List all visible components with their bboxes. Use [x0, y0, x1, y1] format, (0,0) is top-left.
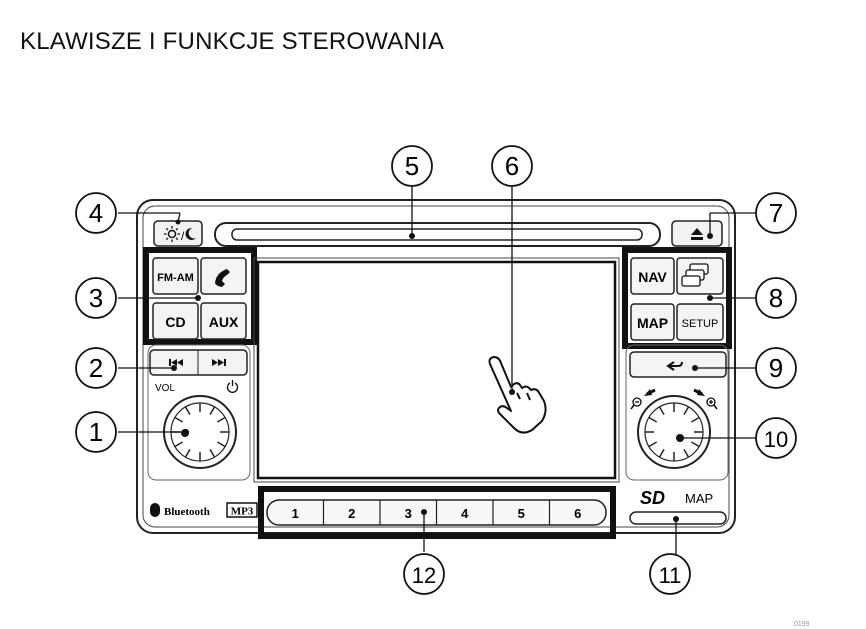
callout-3: 3	[75, 277, 117, 319]
day-night-icon: /	[164, 226, 196, 243]
fm-am-label: FM-AM	[157, 272, 194, 284]
volume-knob[interactable]	[163, 395, 237, 469]
back-arrow-icon	[666, 361, 683, 371]
map-label: MAP	[637, 315, 668, 331]
callout-6: 6	[491, 145, 533, 187]
preset-button-group	[258, 486, 616, 539]
aux-label: AUX	[209, 314, 239, 330]
callout-number: 8	[769, 283, 783, 313]
fm-am-button[interactable]: FM-AM	[152, 257, 199, 295]
figure-code: 0199	[794, 621, 810, 628]
preset-button-5[interactable]: 5	[492, 500, 525, 525]
callout-2: 2	[75, 347, 117, 389]
preset-button-4[interactable]: 4	[435, 500, 470, 525]
eject-button[interactable]	[671, 220, 723, 247]
preset-label: 6	[574, 506, 581, 521]
preset-label: 3	[405, 506, 412, 521]
preset-button-1[interactable]: 1	[292, 506, 299, 521]
preset-label: 2	[348, 506, 355, 521]
page-title: KLAWISZE I FUNKCJE STEROWANIA	[20, 28, 445, 55]
callout-number: 3	[89, 283, 103, 313]
preset-label: 1	[292, 506, 299, 521]
sd-map-label: MAP	[685, 491, 713, 506]
callout-5: 5	[391, 145, 433, 187]
mp3-label: MP3	[231, 506, 254, 518]
preset-button-3[interactable]: 3	[379, 500, 412, 525]
svg-text:SD: SD	[640, 488, 665, 508]
rotate-arrows-icon	[644, 388, 705, 396]
callout-10: 10	[755, 417, 797, 459]
phone-icon	[215, 269, 230, 287]
callout-8: 8	[755, 277, 797, 319]
touch-screen[interactable]	[256, 260, 617, 480]
callout-number: 7	[769, 198, 783, 228]
nav-button[interactable]: NAV	[630, 257, 675, 295]
vol-label: VOL	[155, 383, 175, 394]
seek-button-pair[interactable]	[149, 349, 248, 376]
callout-12: 12	[403, 553, 445, 595]
callout-number: 5	[405, 151, 419, 181]
power-icon	[226, 380, 239, 393]
map-button[interactable]: MAP	[630, 303, 675, 341]
car-info-icon	[681, 263, 709, 287]
previous-track-icon	[169, 359, 183, 366]
callout-number: 2	[89, 353, 103, 383]
callout-4: 4	[75, 192, 117, 234]
callout-7: 7	[755, 192, 797, 234]
svg-text:/: /	[181, 229, 185, 243]
back-button[interactable]	[629, 351, 727, 378]
callout-number: 11	[659, 563, 682, 588]
preset-label: 4	[461, 506, 469, 521]
preset-button-6[interactable]: 6	[548, 500, 582, 525]
zoom-out-icon	[630, 397, 642, 410]
map-zoom-knob[interactable]	[637, 395, 711, 469]
nav-label: NAV	[638, 269, 667, 285]
phone-button[interactable]	[200, 257, 247, 295]
callout-number: 9	[769, 353, 783, 383]
callout-number: 12	[412, 563, 436, 588]
eject-icon	[691, 228, 703, 240]
callout-number: 10	[764, 427, 788, 452]
callout-11: 11	[649, 553, 691, 595]
callout-number: 6	[505, 151, 519, 181]
mp3-logo: MP3	[226, 502, 258, 518]
cd-button[interactable]: CD	[152, 302, 199, 340]
setup-label: SETUP	[682, 318, 719, 330]
callout-number: 4	[89, 198, 103, 228]
info-button[interactable]	[676, 257, 724, 295]
aux-button[interactable]: AUX	[200, 302, 247, 340]
callout-1: 1	[75, 411, 117, 453]
callout-9: 9	[755, 347, 797, 389]
zoom-in-icon	[706, 397, 718, 410]
preset-button-2[interactable]: 2	[322, 500, 356, 525]
leader-lines	[118, 186, 756, 556]
next-track-icon	[212, 359, 226, 366]
callout-number: 1	[89, 417, 103, 447]
cd-label: CD	[165, 314, 185, 330]
bluetooth-logo: Bluetooth	[150, 503, 210, 518]
preset-label: 5	[518, 506, 525, 521]
touch-hand-icon	[488, 356, 547, 434]
sd-logo: SD	[640, 488, 665, 508]
setup-button[interactable]: SETUP	[676, 303, 724, 341]
day-night-button[interactable]: /	[153, 220, 203, 247]
bluetooth-label: Bluetooth	[164, 506, 210, 518]
